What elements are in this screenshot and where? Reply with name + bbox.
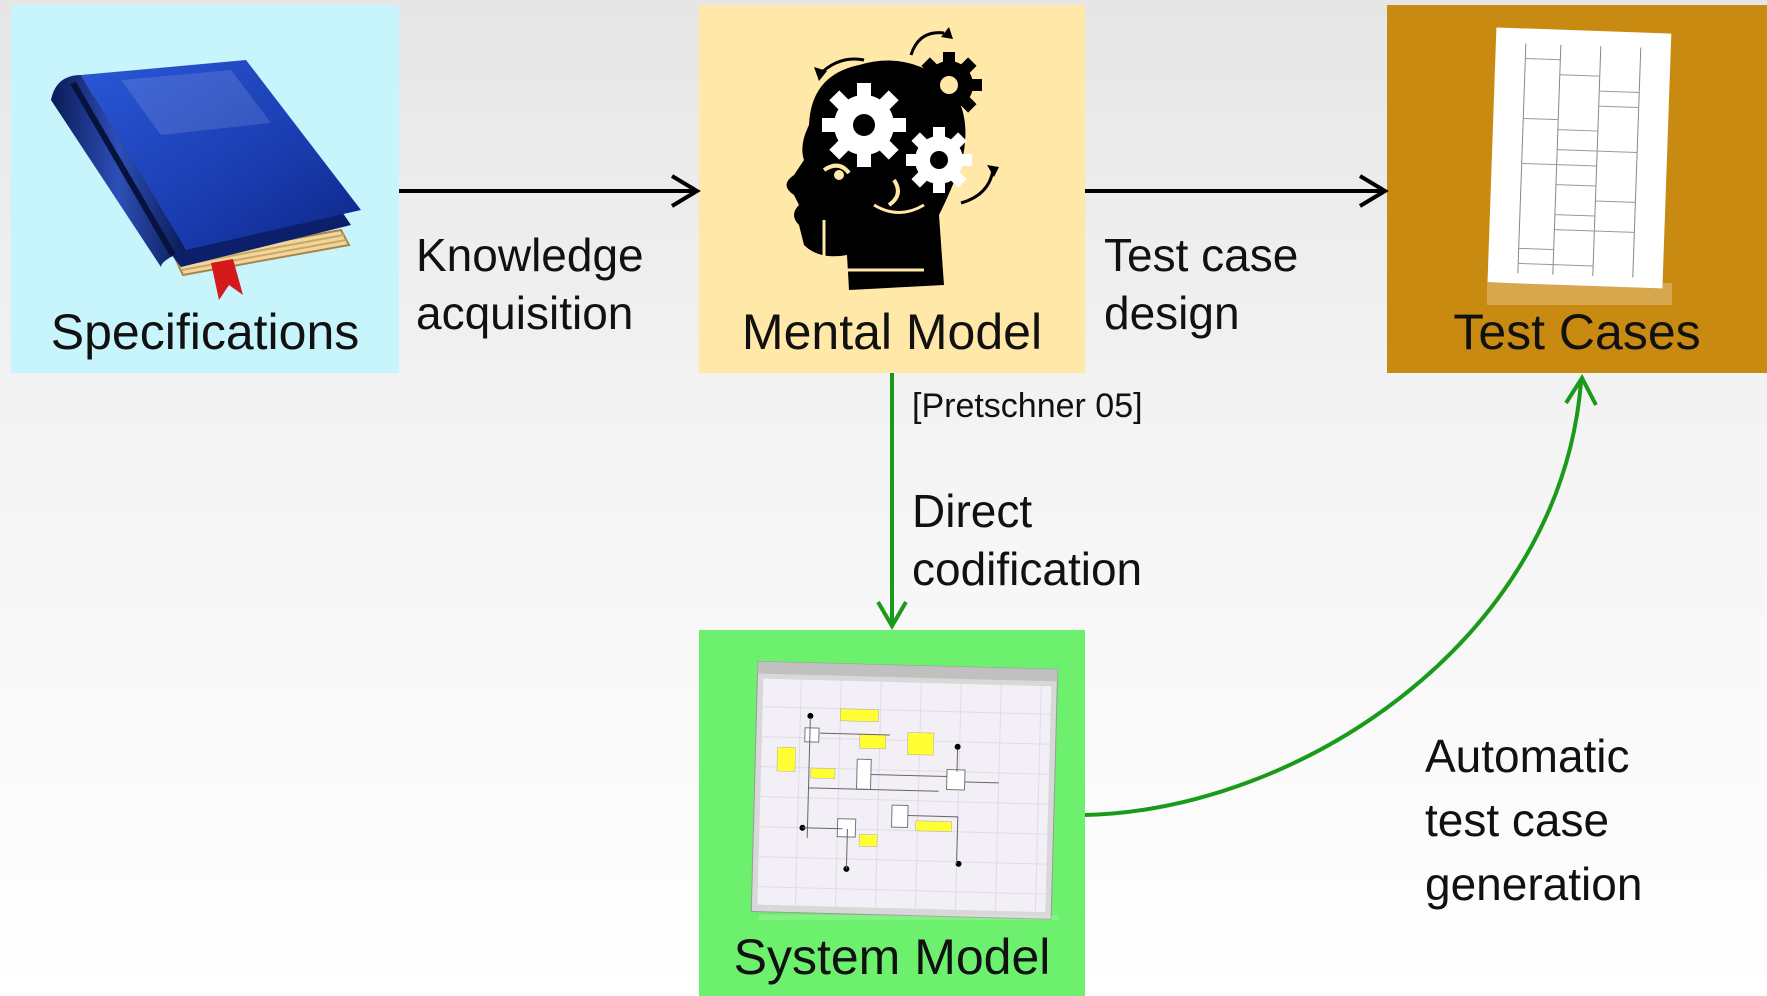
- state-machine-screenshot-icon: [750, 661, 1059, 920]
- specifications-label: Specifications: [50, 304, 360, 360]
- knowledge-acquisition-line2: acquisition: [416, 287, 634, 339]
- test-case-design-label: Test case design: [1104, 226, 1298, 342]
- mental-model-label: Mental Model: [741, 304, 1043, 360]
- system-model-label: System Model: [733, 929, 1051, 985]
- test-cases-node: Test Cases: [1387, 5, 1767, 373]
- arrow-knowledge-acquisition: [399, 174, 701, 208]
- citation-label: [Pretschner 05]: [912, 387, 1143, 425]
- automatic-generation-line3: generation: [1425, 858, 1643, 910]
- direct-codification-label: Direct codification: [912, 482, 1142, 598]
- automatic-generation-line2: test case: [1425, 794, 1610, 846]
- direct-codification-line2: codification: [912, 543, 1143, 595]
- specifications-node: Specifications: [11, 5, 399, 373]
- knowledge-acquisition-label: Knowledge acquisition: [416, 226, 644, 342]
- arrow-automatic-generation: [1084, 374, 1598, 817]
- knowledge-acquisition-line1: Knowledge: [416, 229, 644, 281]
- test-document-icon: [1487, 27, 1672, 305]
- arrow-direct-codification: [876, 373, 908, 630]
- mental-model-node: Mental Model: [699, 5, 1085, 373]
- arrow-test-case-design: [1085, 174, 1389, 208]
- test-case-design-line1: Test case: [1104, 229, 1299, 281]
- automatic-generation-line1: Automatic: [1425, 730, 1630, 782]
- automatic-generation-label: Automatic test case generation: [1425, 724, 1642, 916]
- test-case-design-line2: design: [1104, 287, 1240, 339]
- head-with-gears-icon: [786, 27, 999, 290]
- book-icon: [51, 60, 361, 300]
- test-cases-label: Test Cases: [1453, 304, 1701, 360]
- system-model-node: System Model: [699, 630, 1085, 996]
- direct-codification-line1: Direct: [912, 485, 1033, 537]
